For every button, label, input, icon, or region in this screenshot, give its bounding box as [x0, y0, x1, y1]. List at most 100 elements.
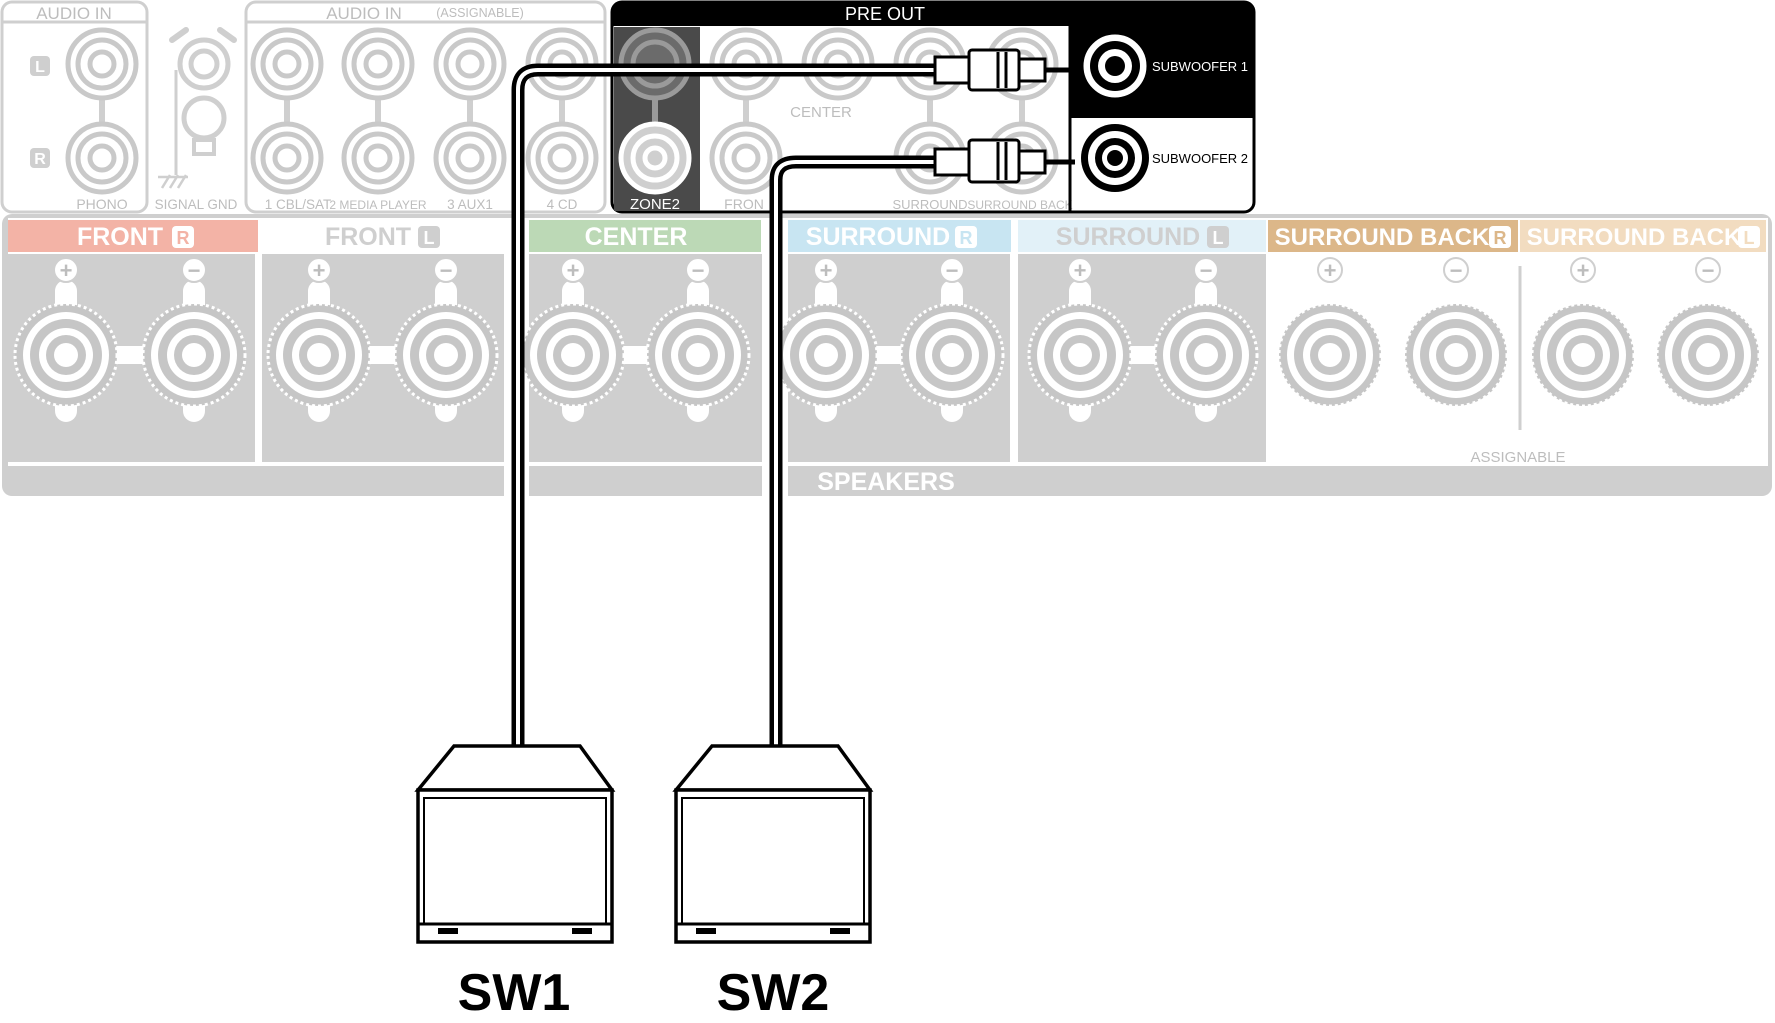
plus-icon — [560, 257, 586, 283]
surround-back-l-label: SURROUND BACK — [1527, 224, 1742, 251]
minus-icon — [685, 257, 711, 283]
surround-back-r-label: SURROUND BACK — [1275, 224, 1490, 251]
channel-r-badge — [30, 148, 50, 168]
svg-text:R: R — [34, 151, 46, 168]
minus-sign: − — [440, 258, 453, 283]
front-r-header — [8, 220, 258, 252]
positive-terminal — [1027, 302, 1133, 408]
minus-icon — [1695, 257, 1721, 283]
center-preout-label: CENTER — [790, 104, 852, 121]
plus-icon — [53, 257, 79, 283]
plus-sign: + — [1074, 258, 1087, 283]
cable-sw1 — [511, 48, 1075, 748]
sw2-label: SW2 — [717, 964, 830, 1022]
minus-icon — [181, 257, 207, 283]
pre-out-panel: PRE OUT ZONE2 FRON CENTER SURROUND SURRO… — [610, 0, 1256, 214]
speakers-panel: FRONT R FRONT L CENTER SURROUND R SURROU… — [2, 214, 1772, 499]
subwoofer-sw1: SW1 — [414, 744, 616, 1022]
terminal-pair-5: +− — [1027, 257, 1259, 422]
minus-sign: − — [692, 258, 705, 283]
plus-sign: + — [313, 258, 326, 283]
plus-icon — [1570, 257, 1596, 283]
cable-sw2 — [769, 138, 1075, 748]
minus-icon — [1193, 257, 1219, 283]
signal-gnd-terminal: SIGNAL GND — [155, 27, 238, 212]
channel-l-badge — [30, 56, 50, 76]
surround-r-label: SURROUND — [806, 223, 950, 251]
surround-back-preout-label: SURROUND BACK — [967, 198, 1072, 212]
plus-sign: + — [820, 258, 833, 283]
minus-sign: − — [188, 258, 201, 283]
phono-l-jack — [68, 30, 136, 98]
plus-sign: + — [60, 258, 73, 283]
audio-in-left-panel: AUDIO IN L R PHONO — [0, 0, 149, 214]
plus-sign: + — [1577, 258, 1590, 283]
front-r-label: FRONT — [77, 223, 163, 251]
positive-terminal — [1530, 302, 1636, 408]
negative-terminal — [899, 302, 1005, 408]
center-label: CENTER — [585, 223, 688, 251]
sw1-label: SW1 — [458, 964, 571, 1022]
terminal-pair-7: +− — [1530, 257, 1761, 422]
svg-text:R: R — [1494, 228, 1507, 248]
audio-in-assignable-panel: AUDIO IN (ASSIGNABLE) 1 CBL/SAT 2 MEDIA … — [244, 0, 607, 214]
positive-terminal — [520, 302, 626, 408]
negative-terminal — [141, 302, 247, 408]
phono-label: PHONO — [76, 196, 127, 212]
zone2-label: ZONE2 — [630, 196, 680, 213]
plus-icon — [813, 257, 839, 283]
input-label-3: 3 AUX1 — [447, 197, 493, 212]
assignable-label: ASSIGNABLE — [1470, 449, 1565, 466]
subwoofer1-label: SUBWOOFER 1 — [1152, 59, 1248, 74]
svg-text:R: R — [177, 228, 190, 248]
positive-terminal — [773, 302, 879, 408]
center-header — [529, 220, 761, 252]
surround-l-label: SURROUND — [1056, 223, 1200, 251]
minus-icon — [1443, 257, 1469, 283]
speaker-terminals: +−+−+−+−+−+−+− — [13, 257, 1761, 422]
positive-terminal — [1277, 302, 1383, 408]
svg-text:L: L — [35, 59, 45, 76]
plus-icon — [306, 257, 332, 283]
assignable-subtitle: (ASSIGNABLE) — [436, 6, 524, 20]
plus-sign: + — [567, 258, 580, 283]
surround-back-l-header — [1520, 220, 1766, 252]
terminal-pair-4: +− — [773, 257, 1005, 422]
speakers-title: SPEAKERS — [817, 468, 955, 496]
positive-terminal — [266, 302, 372, 408]
svg-text:L: L — [1213, 228, 1224, 248]
surround-preout-label: SURROUND — [892, 197, 967, 212]
positive-terminal — [13, 302, 119, 408]
svg-text:L: L — [1744, 228, 1755, 248]
audio-in-title: AUDIO IN — [36, 4, 112, 23]
minus-sign: − — [1450, 258, 1463, 283]
input-label-2: 2 MEDIA PLAYER — [329, 198, 426, 212]
minus-icon — [939, 257, 965, 283]
front-l-label: FRONT — [325, 223, 411, 251]
plus-icon — [1067, 257, 1093, 283]
audio-in-assignable-title: AUDIO IN — [326, 4, 402, 23]
signal-gnd-label: SIGNAL GND — [155, 197, 238, 212]
phono-r-jack — [68, 124, 136, 192]
subwoofer2-label: SUBWOOFER 2 — [1152, 151, 1248, 166]
surround-back-r-header — [1268, 220, 1518, 252]
negative-terminal — [1403, 302, 1509, 408]
terminal-pair-2: +− — [266, 257, 499, 422]
minus-icon — [433, 257, 459, 283]
subwoofer-sw2: SW2 — [672, 744, 874, 1022]
negative-terminal — [645, 302, 751, 408]
negative-terminal — [393, 302, 499, 408]
pre-out-title: PRE OUT — [845, 4, 925, 24]
svg-text:L: L — [424, 228, 435, 248]
terminal-pair-6: +− — [1277, 257, 1509, 422]
minus-sign: − — [1200, 258, 1213, 283]
minus-sign: − — [946, 258, 959, 283]
plus-sign: + — [1324, 258, 1337, 283]
terminal-pair-1: +− — [13, 257, 247, 422]
negative-terminal — [1153, 302, 1259, 408]
front-l-header — [262, 220, 504, 252]
minus-sign: − — [1702, 258, 1715, 283]
svg-text:R: R — [960, 228, 973, 248]
plus-icon — [1317, 257, 1343, 283]
